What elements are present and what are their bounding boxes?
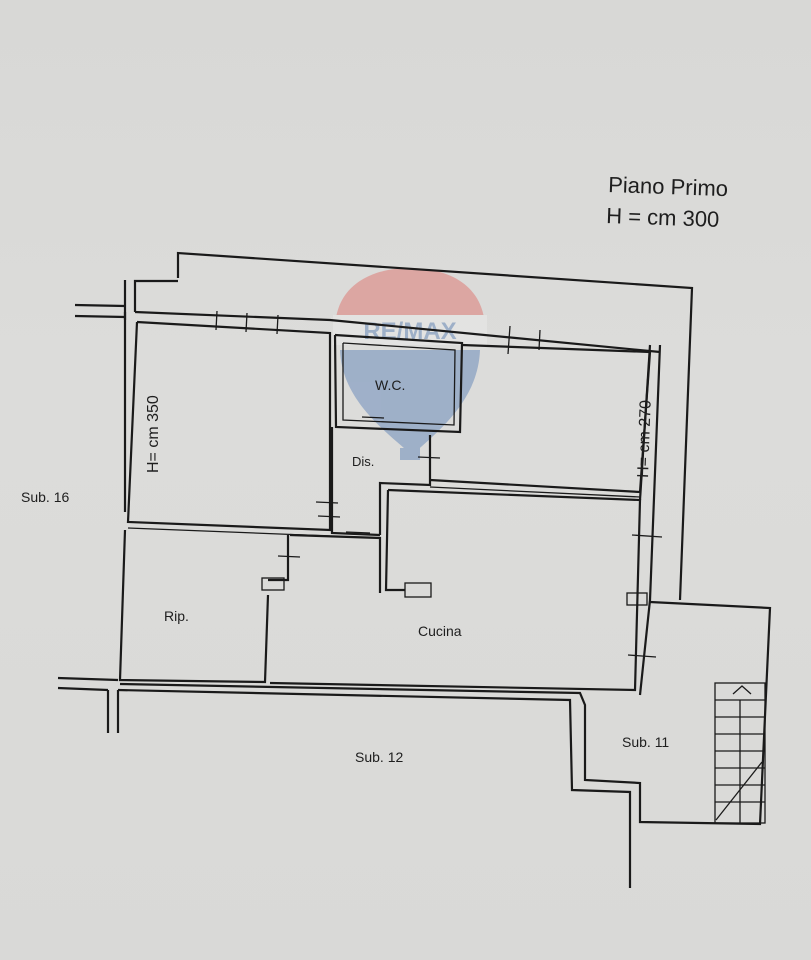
- wall-ticks: [215, 310, 663, 658]
- sub11-label: Sub. 11: [622, 734, 669, 750]
- sub12-label: Sub. 12: [355, 749, 403, 765]
- cucina-room: [269, 488, 648, 692]
- staircase: [714, 682, 766, 824]
- cucina-label: Cucina: [418, 623, 462, 639]
- right-room: [429, 343, 652, 498]
- left-entry-lines: [74, 303, 126, 319]
- left-room-height-label: H= cm 350: [145, 395, 162, 473]
- sub16-label: Sub. 16: [21, 489, 69, 505]
- rip-label: Rip.: [164, 608, 189, 624]
- wc-label: W.C.: [375, 377, 405, 393]
- remax-logo: RE/MAX: [333, 268, 487, 460]
- rip-room: [118, 529, 290, 684]
- balloon-top: [335, 268, 485, 330]
- balloon-basket: [400, 448, 420, 460]
- right-room-height-label: H= cm 270: [635, 400, 655, 478]
- floor-label: Piano Primo: [608, 172, 729, 201]
- height-label: H = cm 300: [606, 203, 720, 232]
- dis-room: [330, 427, 432, 537]
- dis-label: Dis.: [352, 454, 374, 469]
- balloon-bottom: [340, 350, 480, 455]
- wc-room: [333, 333, 464, 434]
- bottom-boundary: [57, 600, 772, 888]
